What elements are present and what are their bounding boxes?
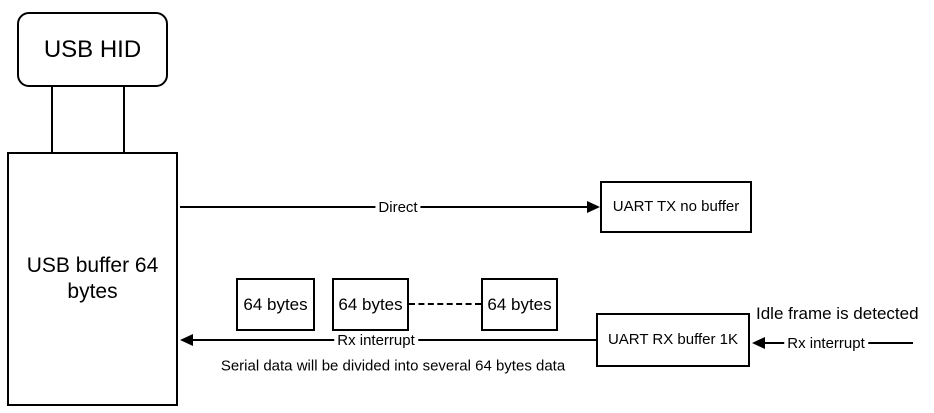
rx-interrupt-right-edge-label: Rx interrupt [784,335,868,353]
uart-tx-label: UART TX no buffer [612,197,740,215]
chunk-2-label: 64 bytes [338,294,403,314]
chunk-2-node: 64 bytes [332,278,409,331]
usb-hid-label: USB HID [43,35,142,63]
rx-interrupt-left-edge-label: Rx interrupt [334,332,418,350]
uart-tx-node: UART TX no buffer [600,181,752,233]
serial-data-annotation: Serial data will be divided into several… [220,357,566,375]
rx-interrupt-left-arrowhead-icon [180,334,193,346]
chunk-3-node: 64 bytes [481,278,558,331]
direct-edge-label: Direct [375,199,421,217]
rx-interrupt-right-arrowhead-icon [752,337,765,349]
usb-hid-connector-left [51,87,53,152]
direct-arrowhead-icon [587,201,600,213]
usb-hid-node: USB HID [17,12,168,87]
chunk-3-label: 64 bytes [487,294,552,314]
usb-hid-connector-right [123,87,125,152]
chunk-1-label: 64 bytes [243,294,308,314]
chunk-dashed-connector [409,303,481,305]
chunk-1-node: 64 bytes [236,278,315,331]
uart-rx-label: UART RX buffer 1K [607,330,739,348]
uart-rx-node: UART RX buffer 1K [596,313,750,367]
usb-buffer-label: USB buffer 64 bytes [26,253,159,303]
idle-frame-annotation: Idle frame is detected [756,304,919,323]
usb-buffer-node: USB buffer 64 bytes [7,152,178,406]
